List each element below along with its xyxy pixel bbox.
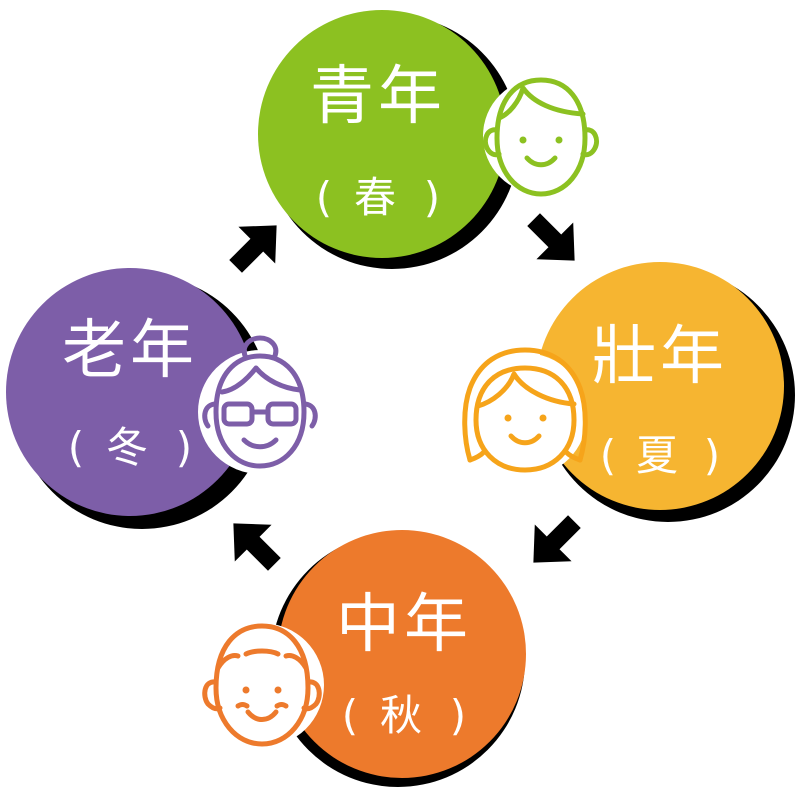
middle-paren-close: ) [450, 691, 466, 740]
prime-title: 壯年 [592, 320, 728, 394]
old-paren-close: ) [176, 423, 192, 472]
arrow-youth-to-prime [527, 213, 575, 261]
old-title: 老年 [62, 314, 198, 388]
prime-paren-open: ( [600, 431, 616, 480]
stage-old: 老年 ( 冬 ) [6, 268, 322, 529]
stage-youth: 青年 ( 春 ) [258, 10, 600, 269]
prime-season: 夏 [636, 431, 684, 480]
arrow-middle-to-old [233, 523, 281, 571]
woman-face-icon [462, 347, 588, 477]
middle-circle [278, 530, 526, 778]
middle-paren-open: ( [342, 691, 358, 740]
prime-paren-close: ) [704, 431, 720, 480]
stage-middle: 中年 ( 秋 ) [200, 530, 526, 787]
prime-circle [536, 262, 784, 510]
arrow-prime-to-middle [533, 515, 581, 563]
middle-season: 秋 [380, 691, 428, 740]
youth-paren-close: ) [424, 173, 440, 222]
stage-prime: 壯年 ( 夏 ) [462, 262, 795, 522]
old-paren-open: ( [68, 423, 84, 472]
young-face-icon [482, 77, 600, 197]
old-circle [6, 268, 254, 516]
youth-circle [258, 10, 506, 258]
balding-man-face-icon [200, 623, 324, 747]
youth-paren-open: ( [316, 173, 332, 222]
youth-title: 青年 [310, 60, 446, 134]
youth-season: 春 [354, 173, 402, 222]
grandma-glasses-face-icon [198, 335, 322, 474]
cycle-arrows [229, 213, 581, 571]
middle-title: 中年 [336, 588, 472, 662]
old-season: 冬 [106, 423, 154, 472]
arrow-old-to-youth [229, 225, 277, 273]
